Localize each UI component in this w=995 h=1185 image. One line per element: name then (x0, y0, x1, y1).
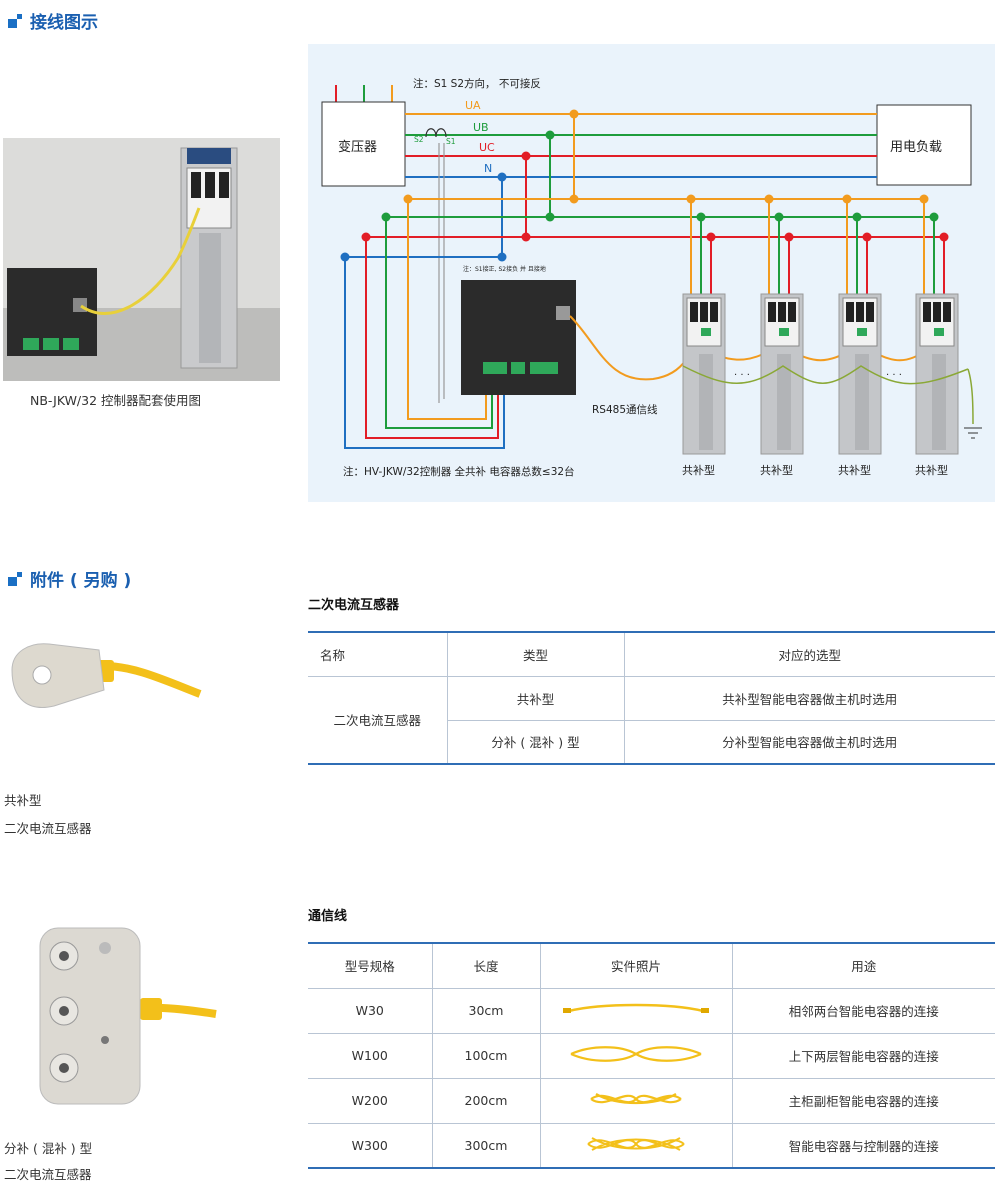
phase-label-ub: UB (473, 121, 489, 134)
table-cell-usage: 上下两层智能电容器的连接 (732, 1033, 995, 1079)
dots-2: · · · (886, 370, 902, 381)
capacitor-label-2: 共补型 (760, 464, 793, 477)
capacitor-label-4: 共补型 (915, 464, 948, 477)
table-header-cell: 用途 (732, 943, 995, 989)
photo-caption: NB-JKW/32 控制器配套使用图 (30, 393, 202, 408)
s2-label: S2 (414, 135, 424, 144)
table-cell-model: W300 (308, 1123, 433, 1169)
table-cell-model: W30 (308, 988, 433, 1034)
table-row: W200 200cm 主柜副柜智能电容器的连接 (308, 1078, 995, 1124)
ct-separate-photo (30, 918, 220, 1118)
table-header-cell: 对应的选型 (624, 632, 995, 677)
table-cell-type: 共补型 (447, 676, 625, 721)
section-square-icon (8, 13, 22, 28)
ct-common-caption-line2: 二次电流互感器 (4, 821, 92, 836)
ct-common-photo (4, 630, 204, 730)
table-cell-photo (540, 1033, 733, 1079)
table-cell-usage: 主柜副柜智能电容器的连接 (732, 1078, 995, 1124)
ct-table-title: 二次电流互感器 (308, 598, 400, 613)
table-header-cell: 长度 (432, 943, 541, 989)
table-header-cell: 型号规格 (308, 943, 433, 989)
table-row: W300 300cm 智能电容器与控制器的连接 (308, 1123, 995, 1169)
table-row: 二次电流互感器 共补型 共补型智能电容器做主机时选用 (308, 676, 995, 765)
table-cell-model: W200 (308, 1078, 433, 1124)
phase-label-uc: UC (479, 141, 495, 154)
cable-table-title: 通信线 (308, 909, 348, 924)
ct-separate-caption-line1: 分补 ( 混补 ) 型 (4, 1141, 93, 1156)
table-cell-photo (540, 988, 733, 1034)
s1-label: S1 (446, 137, 456, 146)
load-label: 用电负载 (890, 140, 943, 155)
table-header-row: 名称 类型 对应的选型 (308, 632, 995, 677)
table-row: W100 100cm 上下两层智能电容器的连接 (308, 1033, 995, 1079)
accessories-title: 附件 ( 另购 ) (30, 571, 132, 591)
cable-table: 型号规格 长度 实件照片 用途 W30 30cm 相邻两台智能电容器的连接 W1… (308, 942, 995, 1169)
table-cell-type: 分补 ( 混补 ) 型 (447, 720, 625, 765)
table-cell-usage: 智能电容器与控制器的连接 (732, 1123, 995, 1169)
table-row: W30 30cm 相邻两台智能电容器的连接 (308, 988, 995, 1034)
table-header-cell: 名称 (308, 632, 448, 677)
table-header-cell: 类型 (447, 632, 625, 677)
table-header-cell: 实件照片 (540, 943, 733, 989)
table-cell-length: 100cm (432, 1033, 541, 1079)
cable-photo (587, 1136, 685, 1151)
table-cell-length: 200cm (432, 1078, 541, 1124)
phase-label-ua: UA (465, 99, 481, 112)
table-cell-model: W100 (308, 1033, 433, 1079)
cable-photo (590, 1093, 682, 1105)
section-title-wiring: 接线图示 (8, 8, 98, 33)
rs485-label: RS485通信线 (592, 404, 658, 416)
controller-product-photo (3, 138, 280, 381)
ct-table: 名称 类型 对应的选型 二次电流互感器 共补型 共补型智能电容器做主机时选用 分… (308, 631, 995, 765)
table-cell-selection: 分补型智能电容器做主机时选用 (624, 720, 995, 765)
table-cell-photo (540, 1078, 733, 1124)
capacitor-label-3: 共补型 (838, 464, 871, 477)
wiring-title: 接线图示 (30, 13, 98, 33)
table-row: 分补 ( 混补 ) 型 分补型智能电容器做主机时选用 (308, 720, 995, 765)
transformer-label: 变压器 (338, 140, 378, 155)
table-cell-photo (540, 1123, 733, 1169)
table-cell-name: 二次电流互感器 (308, 676, 448, 765)
phase-label-n: N (484, 162, 493, 175)
table-cell-selection: 共补型智能电容器做主机时选用 (624, 676, 995, 721)
table-cell-length: 30cm (432, 988, 541, 1034)
table-header-row: 型号规格 长度 实件照片 用途 (308, 943, 995, 989)
section-square-icon (8, 571, 22, 586)
ct-common-caption-line1: 共补型 (4, 793, 42, 808)
capacitor-label-1: 共补型 (682, 464, 715, 477)
dots-1: · · · (734, 370, 750, 381)
wiring-diagram: 注：S1 S2方向， 不可接反 变压器 用电负载 UA UB UC N S2 S… (308, 44, 995, 502)
cable-photo (570, 1046, 702, 1062)
table-cell-length: 300cm (432, 1123, 541, 1169)
section-title-accessories: 附件 ( 另购 ) (8, 566, 131, 591)
diagram-note-bottom: 注：HV-JKW/32控制器 全共补 电容器总数≤32台 (343, 466, 575, 478)
cable-photo (563, 1003, 709, 1013)
ct-separate-caption-line2: 二次电流互感器 (4, 1167, 92, 1182)
table-cell-usage: 相邻两台智能电容器的连接 (732, 988, 995, 1034)
diagram-note-top: 注：S1 S2方向， 不可接反 (413, 78, 541, 90)
controller-note: 注：S1接正, S2接负 并 且接地 (463, 266, 546, 273)
